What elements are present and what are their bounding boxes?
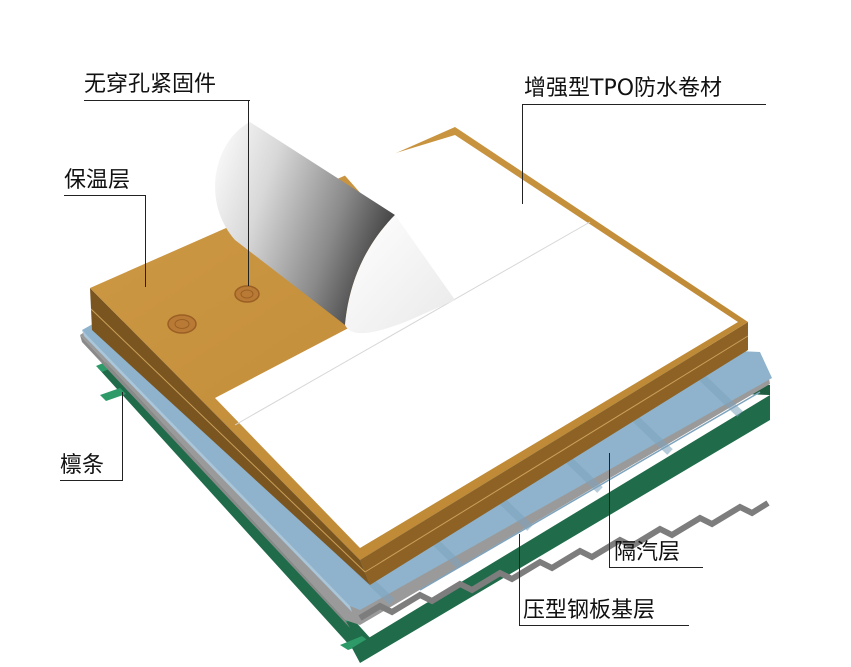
label-vapor-barrier: 隔汽层: [614, 540, 681, 565]
label-steel-deck: 压型钢板基层: [523, 598, 656, 623]
insulation-side-shape: [90, 288, 749, 585]
membrane-roll-shape: [215, 122, 455, 334]
leader-deck-v: [519, 534, 520, 626]
leader-tpo-v: [522, 104, 523, 204]
leader-vapor-v: [609, 453, 610, 568]
leader-insulation-h: [64, 195, 146, 196]
leader-tpo-h: [522, 104, 766, 105]
leader-fastener-v: [248, 100, 249, 286]
label-fastener: 无穿孔紧固件: [84, 72, 217, 97]
label-tpo-membrane: 增强型TPO防水卷材: [524, 76, 723, 101]
fastener-discs: [167, 285, 260, 334]
leader-purlin-v: [122, 392, 123, 481]
leader-insulation-v: [145, 195, 146, 287]
leader-deck-h: [519, 625, 689, 626]
tpo-membrane-shape: [215, 135, 738, 548]
leader-vapor-h: [609, 567, 703, 568]
label-insulation: 保温层: [64, 168, 131, 193]
leader-purlin-h: [60, 480, 123, 481]
label-purlin: 檩条: [60, 453, 105, 478]
leader-fastener-h: [84, 100, 250, 101]
